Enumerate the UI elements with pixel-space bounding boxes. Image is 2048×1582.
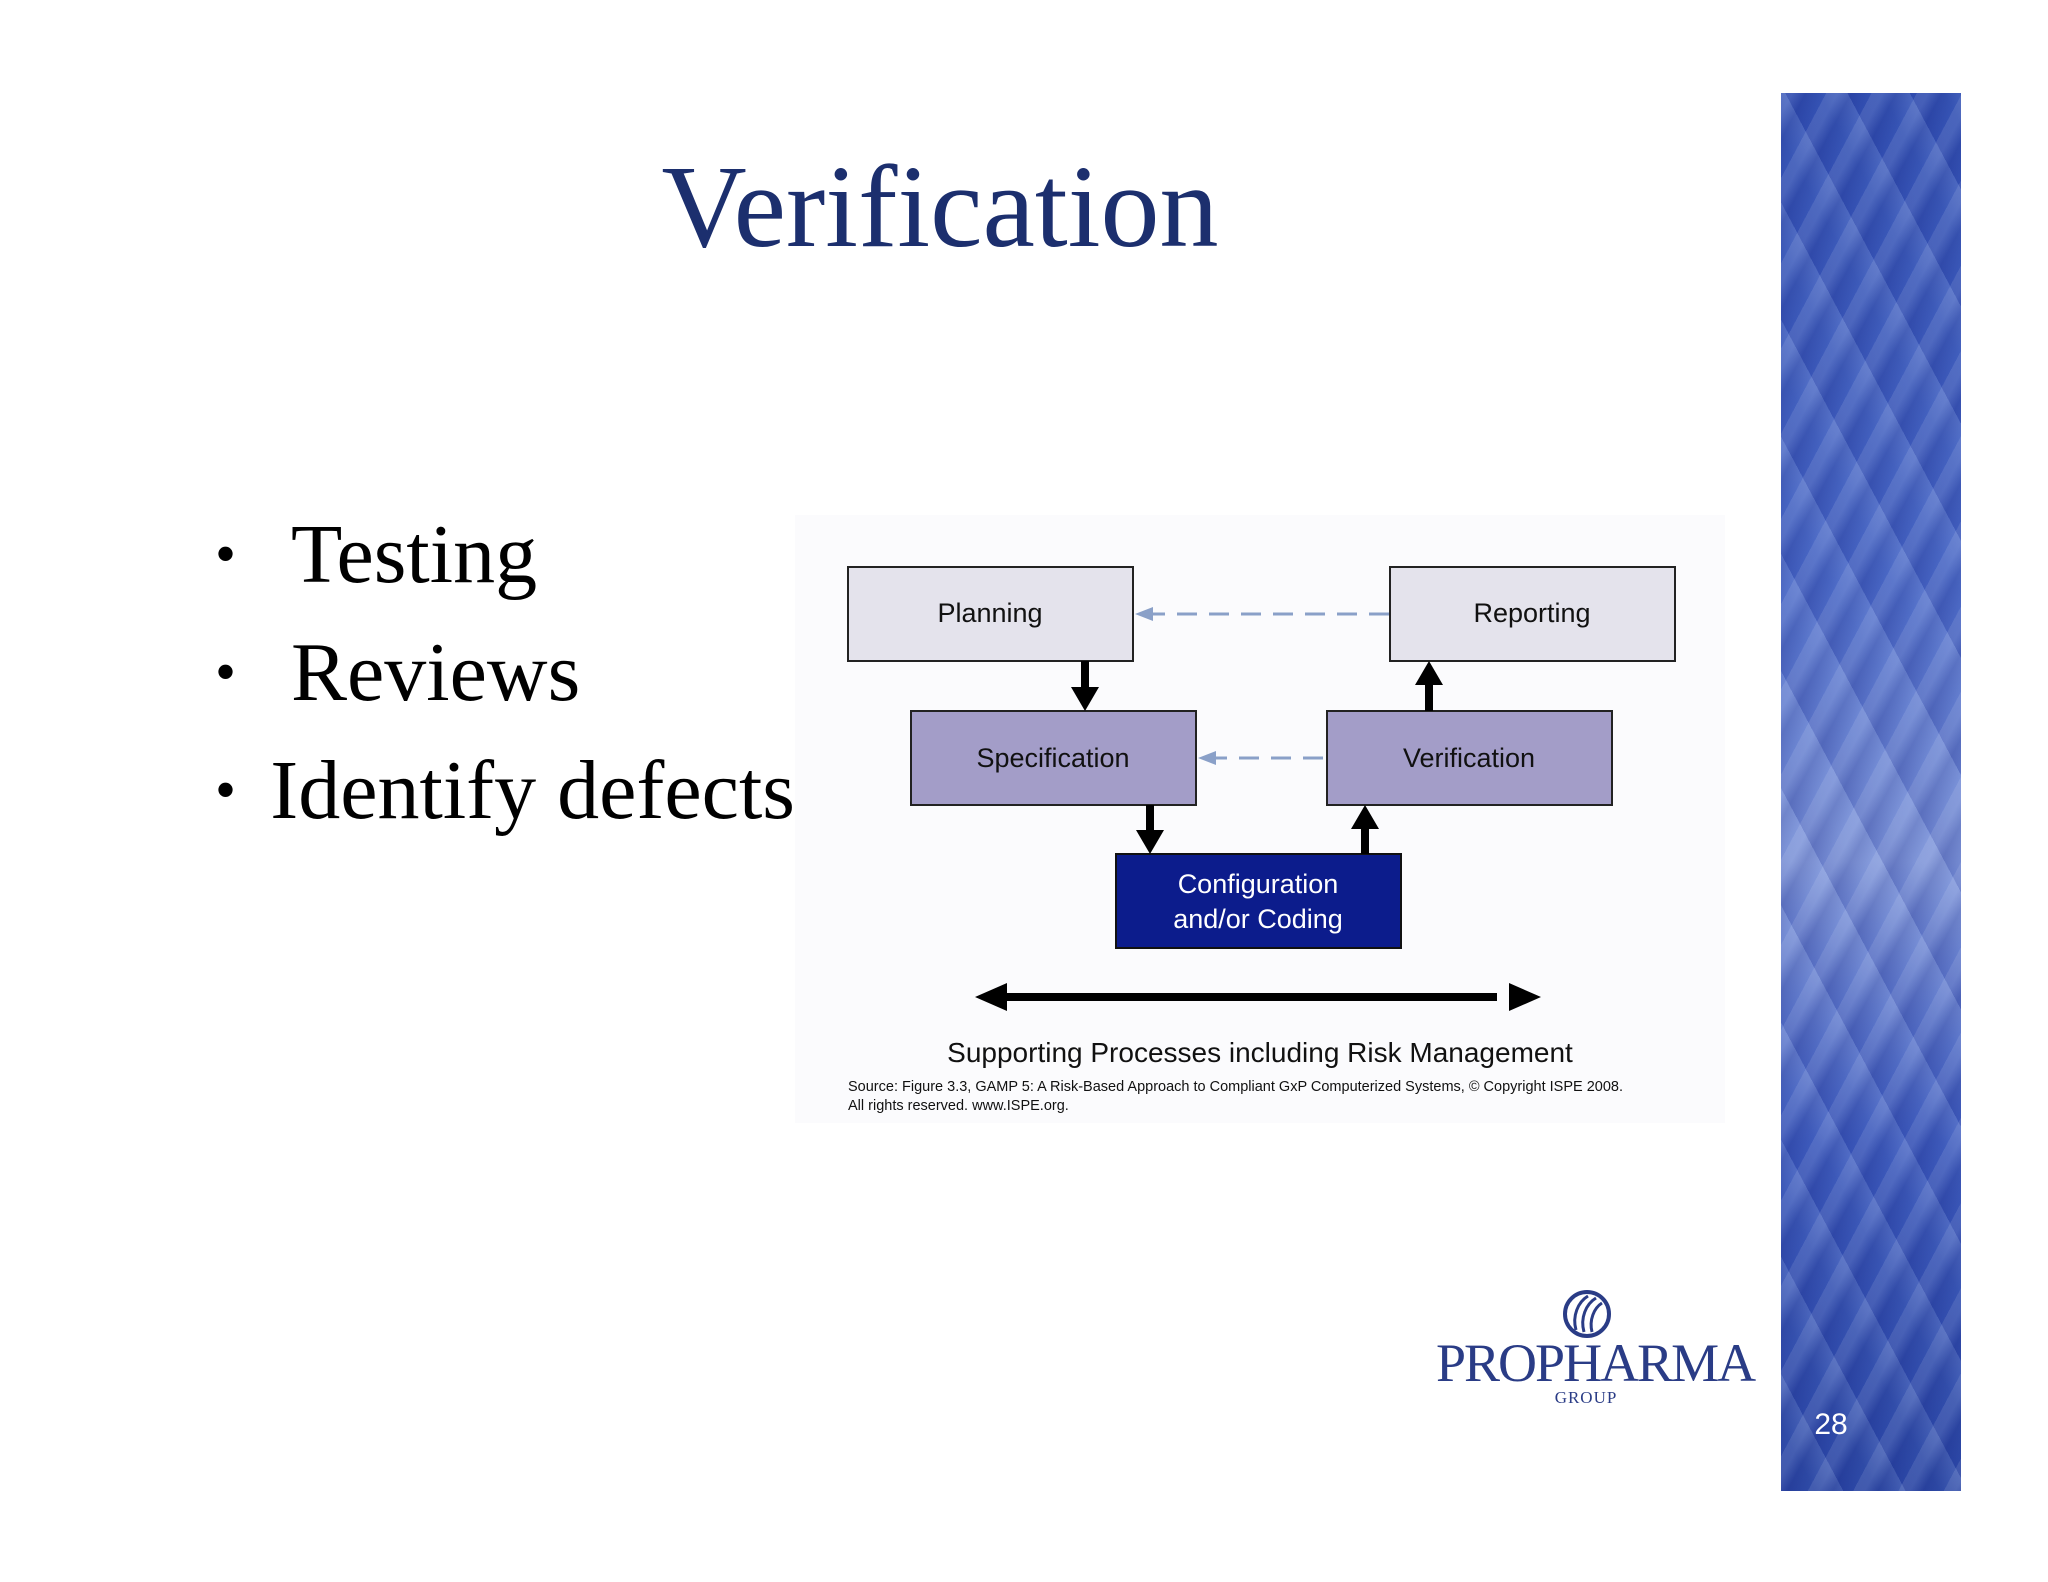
- specification-box: [910, 710, 1197, 806]
- diagram-source: Source: Figure 3.3, GAMP 5: A Risk-Based…: [848, 1078, 1708, 1116]
- source-line-1: Source: Figure 3.3, GAMP 5: A Risk-Based…: [848, 1079, 1623, 1095]
- supporting-processes-arrow: [975, 983, 1541, 1011]
- bullet-item: • Identify defects: [215, 731, 795, 849]
- slide-title: Verification: [661, 141, 1219, 272]
- diagram-caption: Supporting Processes including Risk Mana…: [947, 1037, 1573, 1068]
- arrow-specification-to-configuration: [1136, 805, 1164, 854]
- bullet-item: • Reviews: [215, 613, 795, 731]
- verification-label: Verification: [1403, 743, 1535, 773]
- verification-box: [1326, 710, 1613, 806]
- configuration-label-line1: Configuration: [1178, 869, 1339, 899]
- dashed-arrow-verification-to-specification: [1198, 751, 1323, 765]
- dashed-arrow-reporting-to-planning: [1135, 607, 1389, 621]
- arrow-verification-to-reporting: [1415, 661, 1443, 711]
- bullet-icon: •: [215, 520, 237, 587]
- planning-box: [847, 566, 1134, 662]
- arrow-configuration-to-verification: [1351, 805, 1379, 854]
- globe-swirl-icon: [1563, 1290, 1611, 1338]
- bullet-icon: •: [215, 638, 237, 705]
- arrow-planning-to-specification: [1071, 661, 1099, 711]
- bullet-text: Reviews: [291, 625, 581, 719]
- diagram-svg: Planning Reporting Specification Verific…: [847, 566, 1676, 1011]
- source-line-2: All rights reserved. www.ISPE.org.: [848, 1098, 1069, 1114]
- bullet-item: • Testing: [215, 495, 795, 613]
- specification-label: Specification: [976, 743, 1129, 773]
- logo-subtitle: GROUP: [1554, 1388, 1618, 1407]
- configuration-label-line2: and/or Coding: [1173, 904, 1343, 934]
- propharma-logo: PROPHARMA GROUP: [1436, 1288, 1756, 1408]
- bullet-list: • Testing • Reviews • Identify defects: [215, 495, 795, 849]
- bullet-icon: •: [215, 756, 237, 823]
- bullet-text: Testing: [291, 507, 538, 601]
- configuration-box: [1115, 853, 1402, 949]
- reporting-box: [1389, 566, 1676, 662]
- bullet-text: Identify defects: [270, 743, 795, 837]
- page-number: 28: [1814, 1408, 1848, 1441]
- planning-label: Planning: [937, 598, 1042, 628]
- logo-wordmark: PROPHARMA: [1436, 1333, 1756, 1393]
- decorative-blue-band: [1781, 93, 1961, 1491]
- gamp-diagram: Planning Reporting Specification Verific…: [795, 515, 1725, 1123]
- reporting-label: Reporting: [1473, 598, 1590, 628]
